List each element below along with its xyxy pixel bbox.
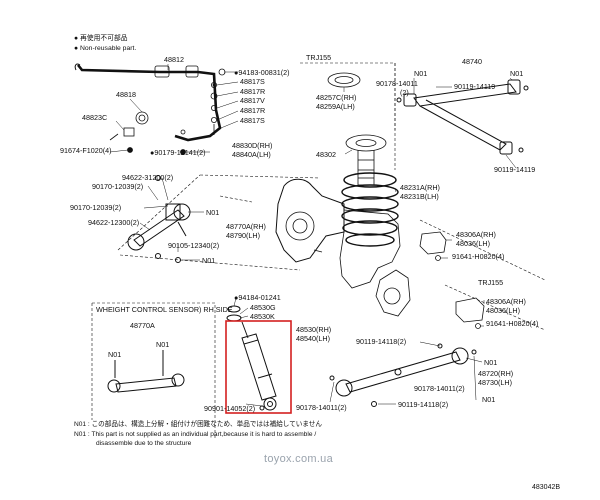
label-trj155-b: TRJ155 — [478, 278, 503, 287]
label-90178-c: 90178-14011(2) — [296, 403, 347, 412]
label-48302: 48302 — [316, 150, 336, 159]
label-90119-b: 90119-14119 — [494, 165, 535, 174]
part-labels: 48812 48818 48823C 91674-F1020(4) ●94183… — [60, 53, 538, 413]
label-90178-a: 90178-14011 — [376, 79, 418, 88]
stabilizer-link-parts — [180, 68, 226, 155]
label-90105: 90105-12340(2) — [168, 241, 219, 250]
label-n01-g: N01 — [484, 358, 497, 367]
bump-stopper-block-upper — [419, 231, 447, 261]
label-n01-b: N01 — [510, 69, 523, 78]
footnote: N01 : この部品は、構造上分解・組付けが困難なため、単品ではは補給していませ… — [74, 420, 322, 449]
label-48530g: 48530G — [250, 303, 276, 312]
label-91641-a: 91641-H0820(4) — [452, 252, 504, 261]
bump-stopper — [345, 134, 387, 186]
label-48730-lh: 48730(LH) — [478, 378, 512, 387]
label-48257c: 48257C(RH) — [316, 93, 356, 102]
bump-stopper-block-lower — [455, 297, 485, 329]
shock-absorber — [226, 305, 277, 411]
sensor-link-inset — [107, 350, 185, 393]
label-48306a-a: 48306A(RH) — [456, 230, 496, 239]
legend-reusable: ● 再使用不可部品 — [74, 35, 128, 42]
label-90170-b: 90170-12039(2) — [70, 203, 121, 212]
dashed-guides — [91, 62, 546, 440]
label-48740: 48740 — [462, 57, 482, 66]
label-48790-lh: 48790(LH) — [226, 231, 260, 240]
upper-control-arm — [396, 79, 529, 155]
label-91641-b: 91641-H0820(4) — [486, 319, 538, 328]
label-94183: ●94183-00831(2) — [234, 68, 290, 77]
label-n01-e: N01 — [108, 350, 121, 359]
label-90119-c: 90119-14118(2) — [356, 337, 406, 346]
footnote-line-en-2: disassemble due to the structure — [96, 440, 192, 447]
spring-upper-seat — [327, 72, 361, 88]
label-n01-d: N01 — [202, 256, 215, 265]
label-48540-lh: 48540(LH) — [296, 334, 330, 343]
label-48530k: 48530K — [250, 312, 275, 321]
label-94622-a: 94622-31200(2) — [122, 173, 173, 182]
label-48720-rh: 48720(RH) — [478, 369, 513, 378]
label-n01-f: N01 — [156, 340, 169, 349]
bushing-clamp — [154, 65, 170, 78]
label-90178-a-qty: (2) — [400, 88, 409, 97]
label-48812: 48812 — [164, 55, 184, 64]
label-48530-rh: 48530(RH) — [296, 325, 331, 334]
label-90178-b: 90178-14011(2) — [414, 384, 465, 393]
label-48823c: 48823C — [82, 113, 107, 122]
stabilizer-bushing — [109, 111, 149, 153]
label-48817v: 48817V — [240, 96, 265, 105]
label-90179: ●90179-12141(2) — [150, 148, 206, 157]
label-48818: 48818 — [116, 90, 136, 99]
legend-non-reusable: ● Non-reusable part. — [74, 45, 137, 52]
label-n01-a: N01 — [414, 69, 427, 78]
label-48036-b: 48036(LH) — [486, 306, 520, 315]
label-48840a: 48840A(LH) — [232, 150, 271, 159]
label-90119-d: 90119-14118(2) — [398, 400, 448, 409]
label-90901: 90901-14052(2) — [204, 404, 255, 413]
shock-absorber-highlight — [225, 320, 292, 414]
label-48817r-b: 48817R — [240, 106, 265, 115]
label-90170-a: 90170-12039(2) — [92, 182, 143, 191]
label-48306a-b: 48306A(RH) — [486, 297, 526, 306]
label-48770a: 48770A — [130, 321, 155, 330]
rear-axle-housing — [275, 178, 411, 317]
label-94622-b: 94622-12300(2) — [88, 218, 139, 227]
coil-spring — [341, 172, 399, 247]
label-sensor-rh-side: WHEIGHT CONTROL SENSOR) RH SIDE — [96, 305, 233, 314]
lower-control-arm — [329, 343, 477, 407]
label-48817s-b: 48817S — [240, 116, 265, 125]
label-48231b: 48231B(LH) — [400, 192, 439, 201]
label-n01-c: N01 — [206, 208, 219, 217]
footnote-line-en-1: N01 : This part is not supplied as an in… — [74, 430, 317, 438]
label-94184: ●94184-01241 — [234, 293, 281, 302]
label-48817s-a: 48817S — [240, 77, 265, 86]
stabilizer-bar — [76, 64, 222, 142]
watermark: toyox.com.ua — [264, 453, 334, 465]
label-48231a: 48231A(RH) — [400, 183, 440, 192]
label-48817r-a: 48817R — [240, 87, 265, 96]
legend: ● 再使用不可部品 ● Non-reusable part. — [74, 34, 136, 54]
figure-number: 483042B — [532, 484, 561, 491]
label-48830d: 48830D(RH) — [232, 141, 272, 150]
label-90119-a: 90119-14119 — [454, 82, 495, 91]
footnote-line-jp: N01 : この部品は、構造上分解・組付けが困難なため、単品ではは補給していませ… — [74, 421, 322, 428]
label-48770a-rh: 48770A(RH) — [226, 222, 266, 231]
label-91674: 91674-F1020(4) — [60, 146, 112, 155]
label-48036-a: 48036(LH) — [456, 239, 490, 248]
label-trj155-a: TRJ155 — [306, 53, 331, 62]
leader-lines — [109, 64, 517, 407]
label-n01-h: N01 — [482, 395, 495, 404]
label-48259a: 48259A(LH) — [316, 102, 355, 111]
